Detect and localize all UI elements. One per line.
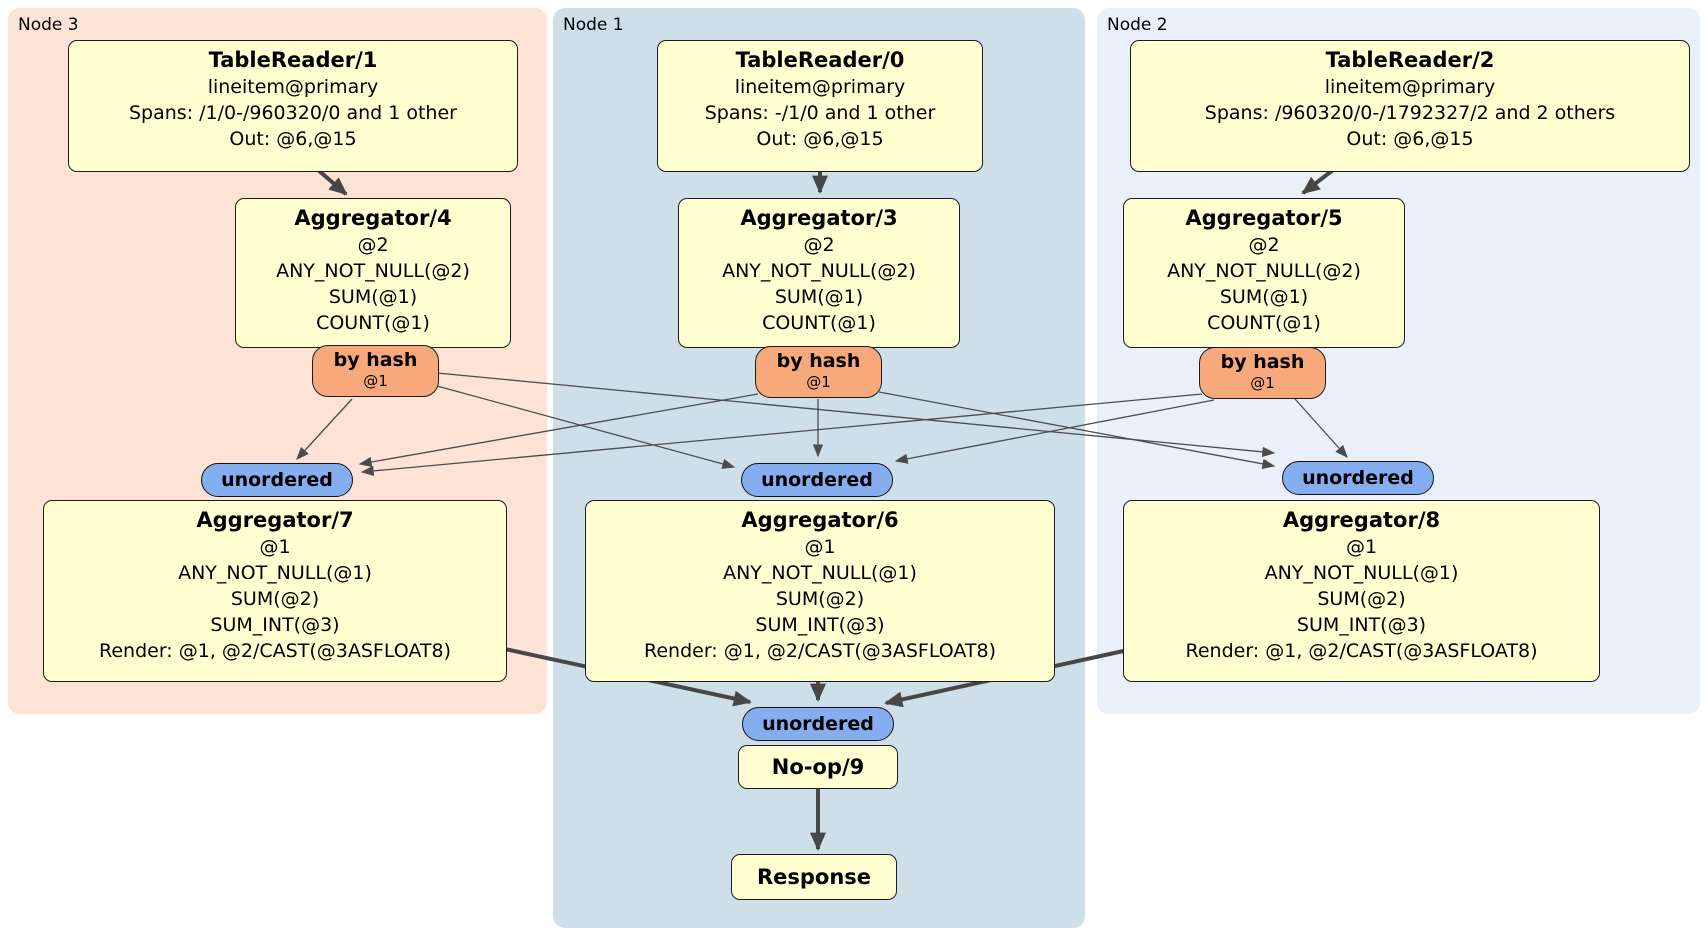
node-1-label: Node 1 (563, 15, 624, 35)
box-title: TableReader/0 (735, 48, 905, 72)
box-line: Render: @1, @2/CAST(@3ASFLOAT8) (644, 640, 996, 662)
box-title: Aggregator/8 (1282, 508, 1441, 532)
box-line: @1 (259, 536, 291, 558)
box-line: ANY_NOT_NULL(@1) (178, 562, 372, 584)
router-label: by hash (776, 350, 861, 372)
box-line: @2 (357, 234, 389, 256)
box-line: ANY_NOT_NULL(@2) (276, 260, 470, 282)
box-title: No-op/9 (771, 755, 865, 779)
box-line: Out: @6,@15 (756, 128, 884, 150)
box-line: SUM_INT(@3) (210, 614, 340, 636)
box-line: COUNT(@1) (316, 312, 430, 334)
box-title: Aggregator/4 (294, 206, 452, 230)
unordered-sync-bottom: unordered (742, 707, 894, 741)
hash-router-node2: by hash @1 (1199, 347, 1326, 399)
box-line: Spans: -/1/0 and 1 other (704, 102, 936, 124)
box-title: Aggregator/6 (741, 508, 899, 532)
noop-9-box: No-op/9 (738, 745, 898, 789)
box-line: lineitem@primary (1324, 76, 1496, 98)
box-line: SUM(@2) (230, 588, 320, 610)
box-line: Spans: /960320/0-/1792327/2 and 2 others (1204, 102, 1616, 124)
node-3-label: Node 3 (18, 15, 79, 35)
box-title: Aggregator/3 (740, 206, 898, 230)
node-2-label: Node 2 (1107, 15, 1168, 35)
box-line: SUM_INT(@3) (755, 614, 885, 636)
router-label: by hash (333, 349, 418, 371)
hash-router-node3: by hash @1 (312, 345, 439, 397)
box-line: lineitem@primary (734, 76, 906, 98)
box-title: TableReader/2 (1325, 48, 1495, 72)
box-line: COUNT(@1) (1207, 312, 1321, 334)
box-line: ANY_NOT_NULL(@1) (1264, 562, 1459, 584)
response-box: Response (731, 854, 897, 900)
box-title: Aggregator/7 (196, 508, 354, 532)
box-title: Aggregator/5 (1185, 206, 1343, 230)
box-line: ANY_NOT_NULL(@2) (722, 260, 916, 282)
unordered-sync-right: unordered (1282, 461, 1434, 495)
box-line: Render: @1, @2/CAST(@3ASFLOAT8) (1185, 640, 1538, 662)
box-line: Spans: /1/0-/960320/0 and 1 other (129, 102, 457, 124)
box-line: SUM(@1) (328, 286, 418, 308)
router-key: @1 (363, 372, 388, 390)
box-line: SUM(@2) (775, 588, 865, 610)
box-line: Out: @6,@15 (1346, 128, 1474, 150)
box-line: SUM(@1) (774, 286, 864, 308)
box-line: ANY_NOT_NULL(@2) (1167, 260, 1361, 282)
hash-router-node1: by hash @1 (755, 346, 882, 398)
box-line: @2 (803, 234, 835, 256)
box-line: lineitem@primary (207, 76, 379, 98)
box-line: SUM(@1) (1219, 286, 1309, 308)
box-line: ANY_NOT_NULL(@1) (723, 562, 917, 584)
box-line: @2 (1248, 234, 1280, 256)
box-title: Response (756, 865, 872, 889)
router-key: @1 (806, 373, 831, 391)
box-line: @1 (1345, 536, 1378, 558)
box-line: @1 (804, 536, 836, 558)
box-line: SUM(@2) (1317, 588, 1406, 610)
box-line: Render: @1, @2/CAST(@3ASFLOAT8) (99, 640, 451, 662)
box-line: SUM_INT(@3) (1296, 614, 1427, 636)
unordered-sync-middle: unordered (741, 463, 893, 497)
box-line: COUNT(@1) (762, 312, 876, 334)
router-key: @1 (1250, 374, 1275, 392)
unordered-sync-left: unordered (201, 463, 353, 497)
box-title: TableReader/1 (208, 48, 378, 72)
router-label: by hash (1220, 351, 1305, 373)
box-line: Out: @6,@15 (229, 128, 357, 150)
